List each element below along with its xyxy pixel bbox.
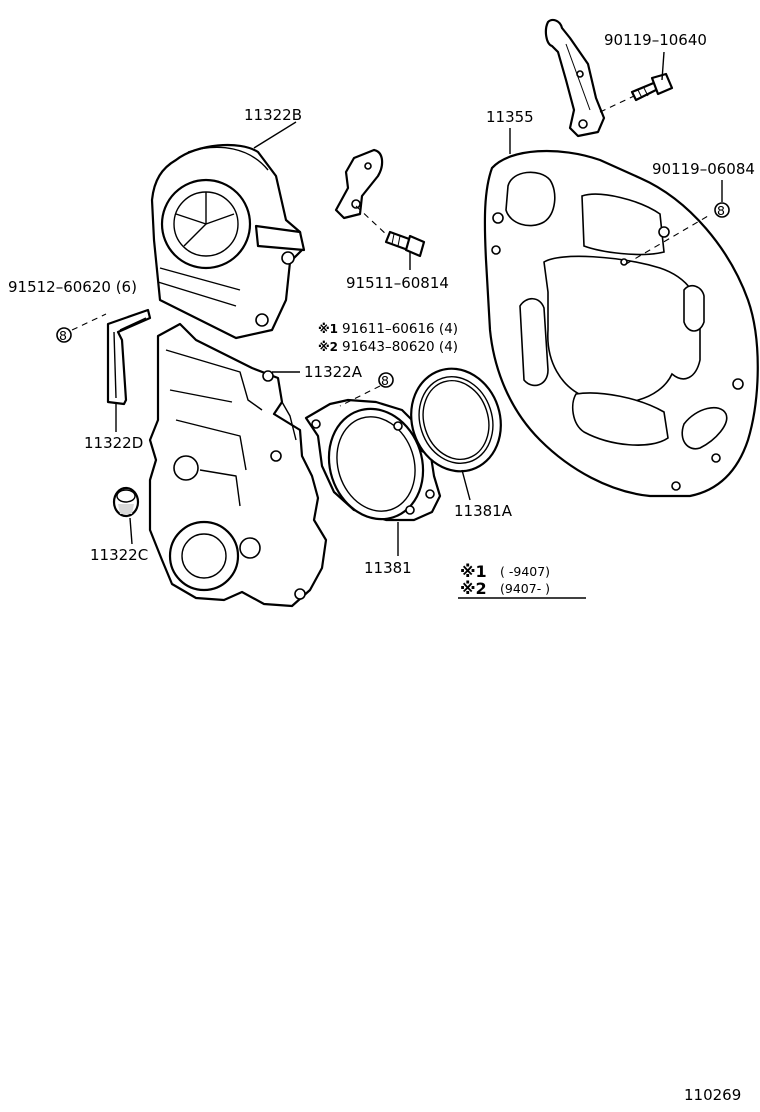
label-gasket: 11322D	[84, 434, 143, 452]
label-stud-1: 91611–60616 (4)	[342, 321, 458, 337]
stud-nut: 8	[378, 372, 394, 388]
center-bolt	[384, 230, 426, 258]
label-center-bolt: 91511–60814	[346, 274, 449, 292]
oil-seal-retainer	[304, 398, 442, 522]
mark-2-icon: ※2	[318, 340, 338, 354]
cover-cap	[112, 486, 140, 518]
center-bracket	[334, 148, 384, 220]
upper-timing-cover	[150, 143, 306, 340]
label-lower-cover: 11322A	[304, 363, 363, 381]
label-end-plate: 11355	[486, 108, 534, 126]
label-oil-seal: 11381A	[454, 502, 513, 520]
label-upper-cover: 11322B	[244, 106, 302, 124]
rear-end-plate	[483, 149, 759, 498]
svg-text:8: 8	[381, 373, 389, 388]
label-cap: 11322C	[90, 546, 148, 564]
bracket-bolt	[630, 72, 674, 102]
plate-nut: 8	[714, 202, 730, 218]
legend-mark-1-icon: ※1	[460, 562, 487, 581]
diagram-number: 110269	[684, 1086, 741, 1104]
lower-timing-cover	[148, 322, 328, 608]
lifting-bracket	[544, 18, 606, 138]
label-retainer: 11381	[364, 559, 412, 577]
svg-text:8: 8	[59, 328, 67, 343]
cover-nut: 8	[56, 327, 72, 343]
legend-mark-2-icon: ※2	[460, 579, 487, 598]
label-plate-nut: 90119–06084	[652, 160, 755, 178]
rear-oil-seal	[410, 367, 502, 473]
legend-row-2: (9407- )	[500, 581, 550, 596]
cover-gasket	[106, 308, 152, 406]
label-stud-2: 91643–80620 (4)	[342, 339, 458, 355]
legend-row-1: ( -9407)	[500, 564, 550, 579]
label-bracket-bolt: 90119–10640	[604, 31, 707, 49]
label-cover-nut: 91512–60620 (6)	[8, 278, 137, 296]
svg-text:8: 8	[717, 203, 725, 218]
mark-1-icon: ※1	[318, 322, 338, 336]
